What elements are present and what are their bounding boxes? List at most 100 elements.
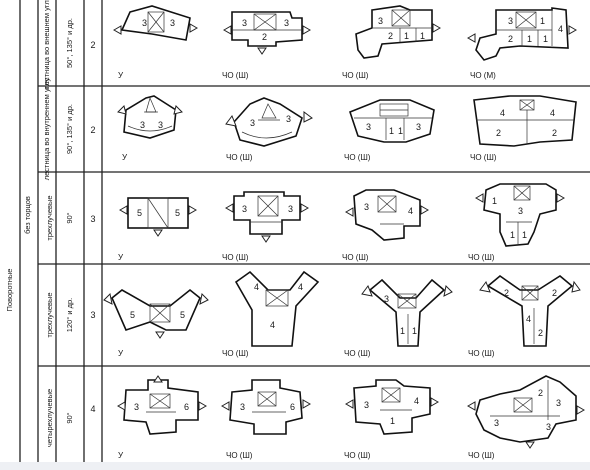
room-number: 3 [364,202,369,212]
row-2-angle-label: 90°, 135° и др. [65,104,74,154]
floor-plan-r2c2: 3 3 ЧО (Ш) [225,97,313,162]
room-number: 2 [552,128,557,138]
floor-plan-r2c3: 3 1 1 3 ЧО (Ш) [344,99,435,162]
floor-plan-r3c4: 1 3 1 1 ЧО (Ш) [468,183,566,262]
plan-caption: ЧО (Ш) [468,451,495,460]
row-5-type-label: четырехлучевые [45,389,54,447]
row-5-angle-label: 90° [65,412,74,423]
room-number: 3 [286,114,291,124]
room-number: 1 [543,34,548,44]
room-number: 3 [556,398,561,408]
floor-plan-r1c2: 3 3 2 ЧО (Ш) [222,11,312,80]
room-number: 2 [538,388,543,398]
room-number: 3 [240,402,245,412]
row-1-angle-label: 50°, 135° и др. [65,18,74,68]
room-number: 1 [398,126,403,136]
room-number: 1 [404,31,409,41]
floor-plan-r4c1: 5 5 У [103,288,209,358]
floor-plan-r3c1: 5 5 У [118,197,198,262]
floor-plan-r5c2: 3 6 ЧО (Ш) [220,379,312,460]
row-1-sections-count: 2 [90,40,95,50]
room-number: 3 [416,122,421,132]
bottom-band [0,462,590,470]
room-number: 4 [254,282,259,292]
plan-caption: ЧО (Ш) [344,451,371,460]
group-label: Поворотные [5,269,14,312]
plan-caption: ЧО (Ш) [226,153,253,162]
plan-caption: У [118,71,124,80]
room-number: 3 [546,422,551,432]
floor-plan-r5c1: 3 6 У [116,375,208,460]
room-number: 1 [510,230,515,240]
room-number: 3 [288,204,293,214]
row-4-type-label: трехлучевые [45,292,54,337]
room-number: 1 [412,326,417,336]
row-3-type-label: трехлучевые [45,195,54,240]
plan-caption: ЧО (Ш) [342,253,369,262]
floor-plan-r5c3: 3 4 1 ЧО (Ш) [344,379,440,460]
room-number: 6 [184,402,189,412]
room-number: 2 [388,31,393,41]
floor-plan-r1c4: 3 1 4 2 1 1 ЧО (М) [466,7,578,80]
room-number: 1 [522,230,527,240]
floor-plan-r3c3: 3 4 ЧО (Ш) [342,189,430,262]
room-number: 2 [262,32,267,42]
plan-caption: ЧО (Ш) [222,253,249,262]
subgroup-label-column: без торцов [23,0,39,470]
room-number: 3 [494,418,499,428]
floor-plan-r1c1: 3 3 У [112,5,199,80]
room-number: 1 [492,196,497,206]
floor-plan-r3c2: 3 3 ЧО (Ш) [222,191,310,262]
room-number: 4 [408,206,413,216]
room-number: 1 [540,16,545,26]
room-number: 3 [140,120,145,130]
room-number: 2 [508,34,513,44]
subgroup-label: без торцов [23,196,32,234]
plan-caption: ЧО (Ш) [222,349,249,358]
room-number: 3 [508,16,513,26]
plan-caption: У [118,253,124,262]
floor-plan-r1c3: 3 1 2 1 ЧО (Ш) [342,5,442,80]
room-number: 5 [180,310,185,320]
room-number: 4 [526,314,531,324]
room-number: 3 [170,18,175,28]
room-number: 5 [130,310,135,320]
row-4-angle-label: 120° и др. [65,298,74,333]
room-number: 3 [364,400,369,410]
room-number: 1 [390,416,395,426]
row-1-type-label: лестница во внешнем углу [42,0,51,90]
room-number: 4 [270,320,275,330]
room-number: 2 [538,328,543,338]
group-label-column: Поворотные [5,0,21,470]
room-number: 2 [504,288,509,298]
room-number: 4 [558,24,563,34]
plan-caption: ЧО (Ш) [342,71,369,80]
room-number: 4 [550,108,555,118]
floor-plan-r4c3: 3 1 1 ЧО (Ш) [344,278,453,358]
plan-caption: ЧО (Ш) [222,71,249,80]
row-3-angle-label: 90° [65,212,74,223]
floor-plan-r4c4: 2 2 2 4 ЧО (Ш) [468,274,581,358]
plan-caption: ЧО (Ш) [344,349,371,358]
room-number: 4 [414,396,419,406]
room-number: 3 [242,204,247,214]
plan-caption: ЧО (Ш) [226,451,253,460]
room-number: 6 [290,402,295,412]
room-number: 3 [142,18,147,28]
row-2-type-label: лестница во внутреннем углу [42,77,51,180]
room-number: 2 [552,288,557,298]
floor-plan-r2c4: 4 4 2 2 ЧО (Ш) [470,95,577,162]
floor-plan-r4c2: 4 4 4 ЧО (Ш) [222,270,320,358]
room-number: 3 [284,18,289,28]
plan-caption: У [118,451,124,460]
plan-caption: У [118,349,124,358]
row-5-labels: четырехлучевые 90° 4 [45,389,96,447]
row-2-sections-count: 2 [90,125,95,135]
room-number: 5 [137,208,142,218]
row-4-labels: трехлучевые 120° и др. 3 [45,292,96,337]
row-1-labels: лестница во внешнем углу 50°, 135° и др.… [42,0,96,90]
room-number: 3 [366,122,371,132]
plan-caption: У [122,153,128,162]
plan-caption: ЧО (Ш) [468,253,495,262]
row-5-sections-count: 4 [90,404,95,414]
